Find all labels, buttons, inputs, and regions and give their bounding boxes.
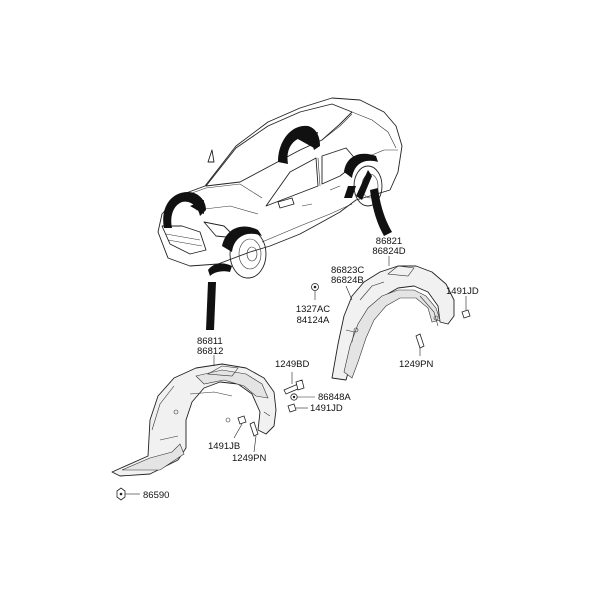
clip-front-c-icon [237,415,247,425]
label-screw-rear-bottom: 1249PN [399,359,433,370]
rear-wheel-arch-highlight [344,153,378,178]
clip-front-b-icon [287,403,297,413]
clip-rear-right-icon [461,309,471,319]
label-clip-rear-right: 1491JD [446,286,479,297]
label-clip-front-b: 1491JD [310,403,343,414]
fasteners [116,283,471,501]
rear-wheel-liner [331,265,455,381]
front-wheel-liner [111,363,277,477]
nut-rear-icon [311,283,319,291]
rear-leader-swoosh [370,188,392,236]
label-screw-front: 1249PN [232,453,266,464]
bolt-front-top-icon [283,379,305,395]
label-bolt-front-top: 1249BD [275,359,309,370]
label-nut-rear-2: 84124A [297,315,330,326]
screw-rear-bottom-icon [415,333,425,349]
label-nut-front: 86590 [143,490,169,501]
front-leader-swoosh [206,282,216,330]
car-illustration [157,97,403,330]
label-rear-liner-sub-1: 86823C [331,265,364,276]
screw-front-icon [249,421,259,437]
front-wheel-arch-highlight [222,226,262,252]
label-rear-liner-1: 86821 [376,236,402,247]
label-front-liner-2: 86812 [197,346,223,357]
front-liner-ghost [163,192,206,228]
label-clip-front-c: 1491JB [208,441,240,452]
callout-labels: 86811 86812 86821 86824D 86823C 86824B 1… [143,236,479,501]
leader-lines [125,256,467,495]
label-rear-liner-2: 86824D [372,246,405,257]
nut-front-icon [116,487,126,501]
label-clip-front-a: 86848A [318,392,351,403]
label-nut-rear-1: 1327AC [296,304,330,315]
label-rear-liner-sub-2: 86824B [331,275,364,286]
clip-front-a-icon [290,393,298,401]
label-front-liner-1: 86811 [197,336,223,347]
